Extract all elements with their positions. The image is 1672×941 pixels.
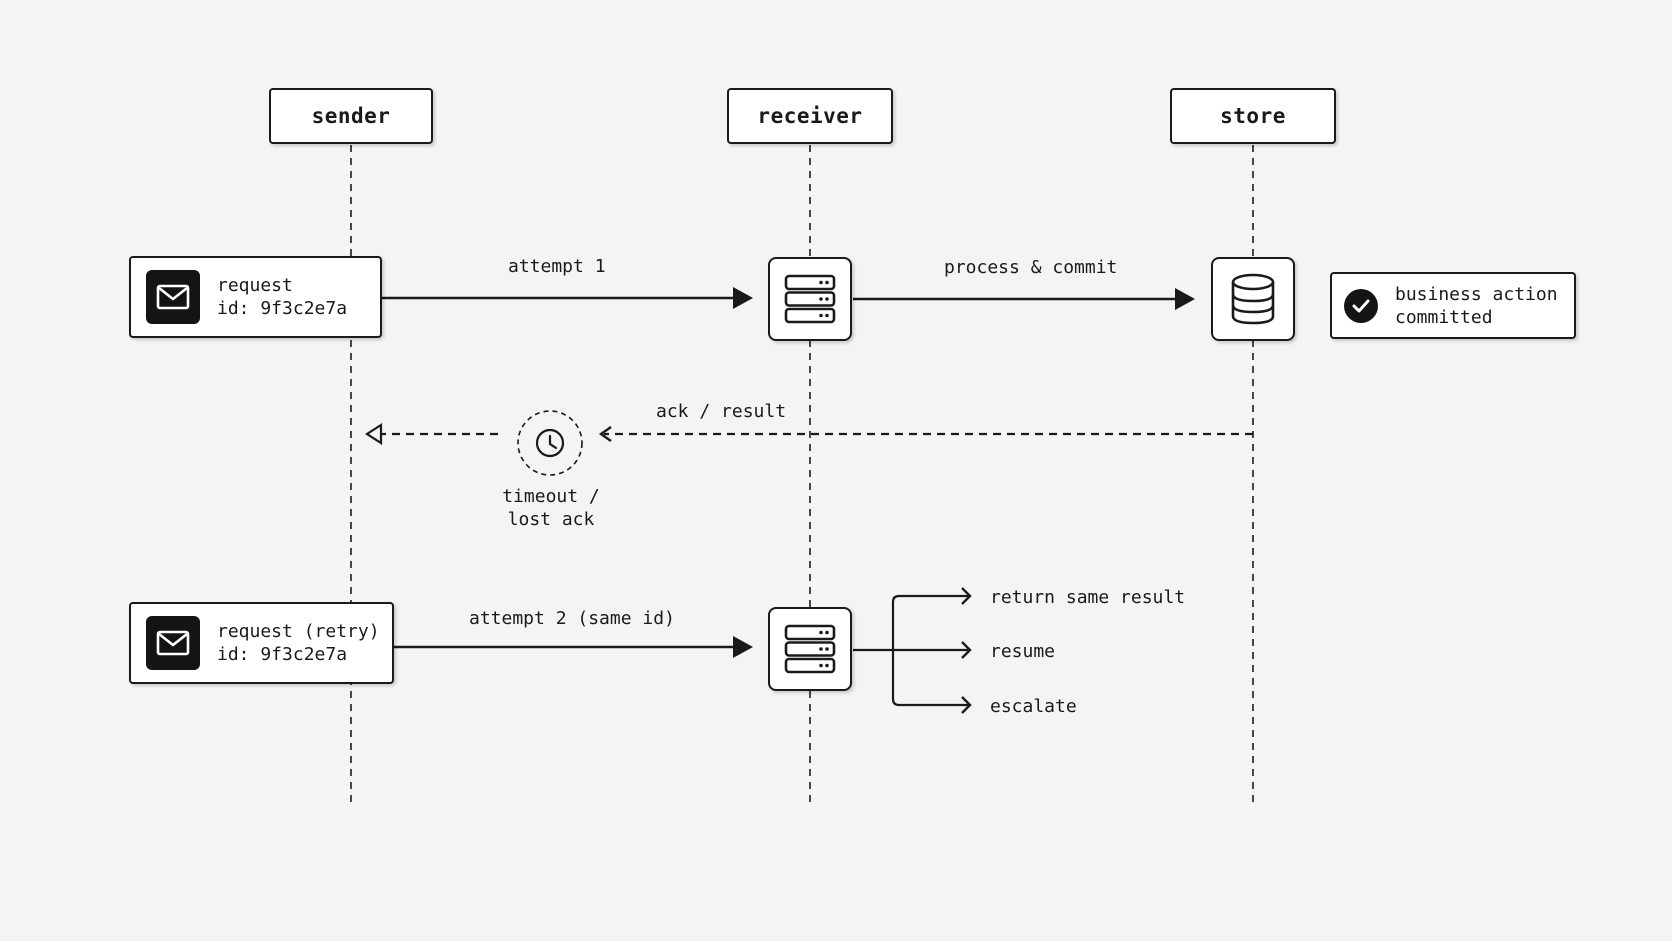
receiver-node-2 [768,607,852,691]
lost-ack-arrowhead [364,422,383,446]
actor-store: store [1170,88,1336,144]
retry-id: id: 9f3c2e7a [217,644,348,665]
retry-message-text: request (retry) id: 9f3c2e7a [217,620,380,666]
clock-hands [548,434,558,450]
branch-arrowhead-1 [961,587,972,605]
timeout-label: timeout / lost ack [490,485,612,531]
envelope-icon [146,616,200,670]
committed-note-line1: business action [1395,283,1558,305]
process-commit-arrowhead [1175,288,1195,310]
database-icon [1231,273,1275,325]
actor-sender-label: sender [311,104,391,128]
ack-result-label: ack / result [656,401,787,422]
branch-arrowhead-2 [961,641,972,659]
attempt1-label: attempt 1 [508,256,606,277]
branch-arrowhead-3 [961,696,972,714]
timeout-label-line2: lost ack [507,509,595,530]
actor-sender: sender [269,88,433,144]
ack-result-arrowhead [598,426,612,442]
outcome-escalate: escalate [990,696,1077,717]
outcome-resume: resume [990,641,1056,662]
clock-icon [535,428,565,458]
store-node [1211,257,1295,341]
retry-label: request (retry) [217,621,380,642]
request-message-card: request id: 9f3c2e7a [129,256,382,338]
outcome-return-same-result: return same result [990,587,1186,608]
process-commit-label: process & commit [944,257,1118,278]
committed-note: business action committed [1330,272,1576,339]
retry-message-card: request (retry) id: 9f3c2e7a [129,602,394,684]
actor-receiver-label: receiver [757,104,863,128]
server-icon [784,624,836,674]
attempt2-arrowhead [733,636,753,658]
server-icon [784,274,836,324]
timeout-label-line1: timeout / [502,486,600,507]
envelope-icon [146,270,200,324]
request-message-text: request id: 9f3c2e7a [217,274,347,320]
attempt1-arrowhead [733,287,753,309]
committed-note-text: business action committed [1395,283,1558,329]
receiver-node-1 [768,257,852,341]
actor-store-label: store [1220,104,1286,128]
actor-receiver: receiver [727,88,893,144]
request-label: request [217,275,293,296]
attempt2-label: attempt 2 (same id) [469,608,675,629]
committed-note-line2: committed [1395,306,1493,328]
check-circle-icon [1344,288,1378,323]
request-id: id: 9f3c2e7a [217,298,348,319]
